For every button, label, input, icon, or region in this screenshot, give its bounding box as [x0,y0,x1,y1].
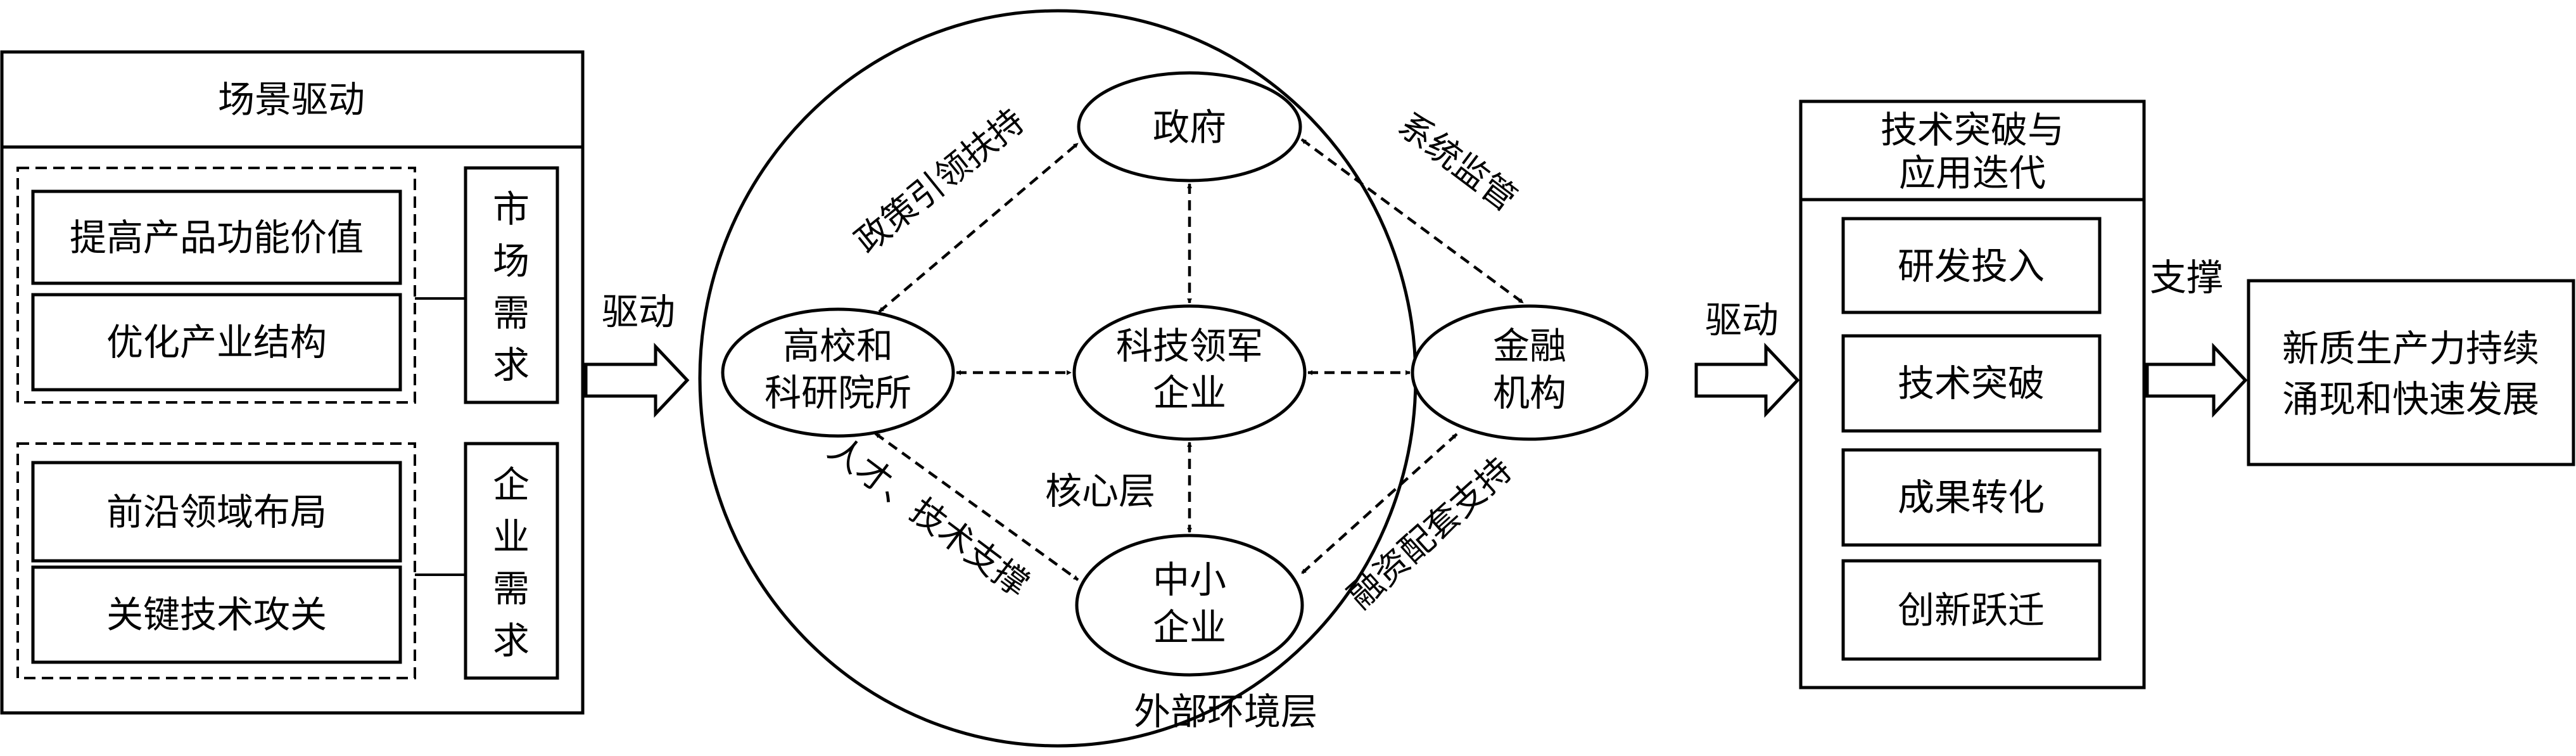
enterprise-item-1: 前沿领域布局 [106,490,327,534]
enterprise-item-2: 关键技术攻关 [106,593,327,636]
enterprise-demand-char-4: 求 [493,619,530,662]
sme-node [1075,534,1304,677]
enterprise-demand-group: 前沿领域布局 关键技术攻关 企 业 需 求 [16,442,559,680]
tech-title-2: 应用迭代 [1899,151,2046,195]
university-label-1: 高校和 [783,324,893,368]
drive-label-left: 驱动 [602,290,675,333]
drive-arrow-left: 驱动 [584,290,690,418]
leader-enterprise-node [1072,304,1307,441]
finance-node [1411,304,1649,441]
supervision-label: 系统监管 [1391,105,1524,219]
market-demand-group: 提高产品功能价值 优化产业结构 市 场 需 求 [16,166,559,404]
finance-label-2: 机构 [1493,371,1566,414]
enterprise-demand-char-2: 业 [493,515,530,558]
market-demand-char-4: 求 [493,343,530,387]
ecosystem: 政府 高校和 科研院所 科技领军 企业 金融 机构 中小 企业 政策引领扶持 系… [698,9,1649,748]
drive-arrow-right: 驱动 [1694,298,1800,418]
market-demand-char-1: 市 [493,188,530,231]
university-node [721,307,955,438]
enterprise-demand-char-1: 企 [493,463,530,506]
arrow-gov-finance [1300,138,1525,304]
sme-label-1: 中小 [1153,558,1226,601]
outcome-box: 新质生产力持续 涌现和快速发展 [2247,279,2575,466]
sme-label-2: 企业 [1153,606,1226,649]
arrow-univ-gov [878,142,1079,313]
tech-item-4: 创新跃迁 [1898,589,2045,632]
market-item-1: 提高产品功能价值 [70,216,364,259]
leader-enterprise-label-2: 企业 [1153,371,1226,414]
arrow-univ-sme [874,432,1079,581]
university-label-2: 科研院所 [765,371,911,414]
support-label: 支撑 [2150,256,2223,299]
drive-label-right: 驱动 [1705,298,1779,342]
arrow-finance-sme [1300,433,1458,575]
support-arrow: 支撑 [2145,256,2248,418]
market-item-2: 优化产业结构 [106,321,327,364]
core-layer-label: 核心层 [1045,470,1155,513]
outer-layer-label: 外部环境层 [1134,690,1317,733]
finance-label-1: 金融 [1493,324,1566,368]
government-node [1077,71,1302,183]
outcome-line-2: 涌现和快速发展 [2282,378,2539,421]
market-demand-char-3: 需 [493,292,530,335]
enterprise-demand-char-3: 需 [493,567,530,610]
tech-title-1: 技术突破与 [1881,108,2064,151]
government-label: 政府 [1153,106,1226,149]
market-demand-char-2: 场 [493,240,530,283]
leader-enterprise-label-1: 科技领军 [1116,324,1263,368]
outcome-line-1: 新质生产力持续 [2282,327,2539,370]
tech-panel: 技术突破与 应用迭代 研发投入 技术突破 成果转化 创新跃迁 [1799,99,2146,689]
tech-item-1: 研发投入 [1898,245,2045,288]
scene-title: 场景驱动 [218,78,365,121]
scene-panel: 场景驱动 提高产品功能价值 优化产业结构 市 场 需 求 前沿领域布局 关键技术… [0,50,585,715]
tech-item-3: 成果转化 [1898,476,2045,519]
tech-item-2: 技术突破 [1898,362,2045,405]
